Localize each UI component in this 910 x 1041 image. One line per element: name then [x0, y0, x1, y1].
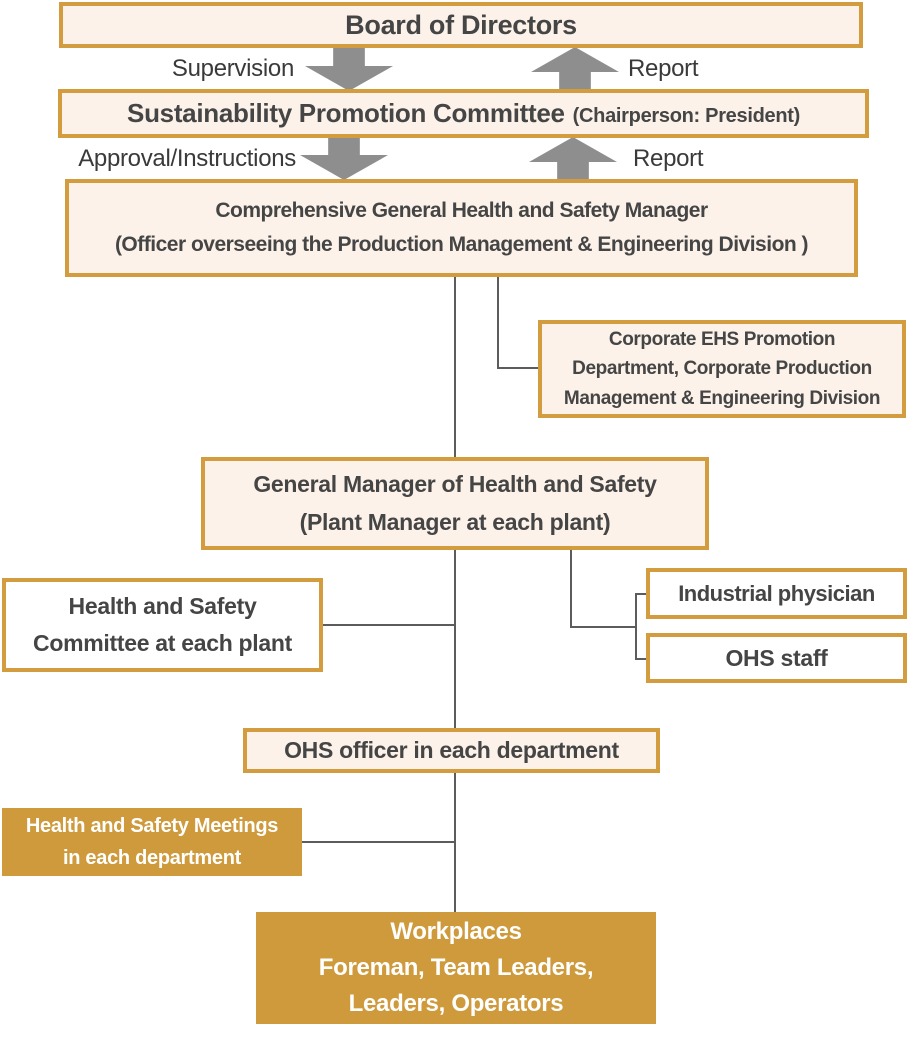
connector-bracket-top-stub	[635, 593, 648, 595]
board-of-directors-label: Board of Directors	[345, 9, 577, 40]
general-manager-box: General Manager of Health and Safety (Pl…	[201, 457, 709, 550]
industrial-physician-box: Industrial physician	[646, 568, 907, 619]
report-label-middle: Report	[633, 145, 704, 172]
report-label-top: Report	[628, 55, 699, 82]
connector-center-vertical	[454, 277, 456, 912]
general-manager-line2: (Plant Manager at each plant)	[299, 508, 611, 535]
comprehensive-manager-box: Comprehensive General Health and Safety …	[65, 179, 858, 277]
connector-corporate-horizontal	[497, 367, 540, 369]
connector-meetings-horizontal	[300, 841, 455, 843]
corporate-ehs-box: Corporate EHS Promotion Department, Corp…	[538, 320, 906, 418]
comprehensive-manager-line1: Comprehensive General Health and Safety …	[215, 198, 708, 222]
general-manager-line1: General Manager of Health and Safety	[253, 470, 657, 497]
arrow-up-icon	[531, 47, 619, 90]
connector-bracket-vertical	[635, 593, 637, 660]
approval-instructions-label: Approval/Instructions	[78, 145, 296, 172]
ohs-staff-label: OHS staff	[725, 644, 828, 671]
ohs-officer-label: OHS officer in each department	[284, 737, 619, 763]
ohs-officer-box: OHS officer in each department	[243, 728, 660, 773]
arrow-down-icon	[300, 137, 388, 180]
hs-meetings-box: Health and Safety Meetings in each depar…	[2, 808, 302, 876]
corporate-ehs-line3: Management & Engineering Division	[563, 387, 881, 409]
arrow-up-icon	[529, 137, 617, 180]
connector-gm-branch-vertical	[570, 550, 572, 628]
workplaces-box: Workplaces Foreman, Team Leaders, Leader…	[256, 912, 656, 1024]
comprehensive-manager-line2: (Officer overseeing the Production Manag…	[114, 233, 809, 256]
corporate-ehs-line2: Department, Corporate Production	[572, 358, 872, 380]
connector-committee-horizontal	[321, 624, 455, 626]
sustainability-committee-chairperson: (Chairperson: President)	[572, 105, 801, 127]
connector-gm-branch-horizontal	[570, 626, 637, 628]
workplaces-line1: Workplaces	[390, 918, 522, 945]
workplaces-line2: Foreman, Team Leaders,	[318, 954, 594, 981]
ohs-staff-box: OHS staff	[646, 633, 907, 683]
corporate-ehs-line1: Corporate EHS Promotion	[608, 328, 836, 350]
connector-bracket-bottom-stub	[635, 658, 648, 660]
hs-meetings-line2: in each department	[63, 847, 241, 869]
workplaces-line3: Leaders, Operators	[348, 990, 564, 1017]
sustainability-committee-box: Sustainability Promotion Committee (Chai…	[58, 89, 869, 138]
hs-committee-line1: Health and Safety	[68, 593, 257, 620]
supervision-label: Supervision	[171, 55, 294, 82]
board-of-directors-box: Board of Directors	[59, 2, 863, 48]
sustainability-committee-title: Sustainability Promotion Committee	[127, 98, 565, 128]
connector-corporate-vertical	[497, 277, 499, 369]
hs-meetings-line1: Health and Safety Meetings	[25, 815, 279, 837]
hs-committee-box: Health and Safety Committee at each plan…	[2, 578, 323, 672]
arrow-down-icon	[305, 48, 393, 91]
hs-committee-line2: Committee at each plant	[33, 630, 292, 656]
industrial-physician-label: Industrial physician	[678, 580, 875, 606]
